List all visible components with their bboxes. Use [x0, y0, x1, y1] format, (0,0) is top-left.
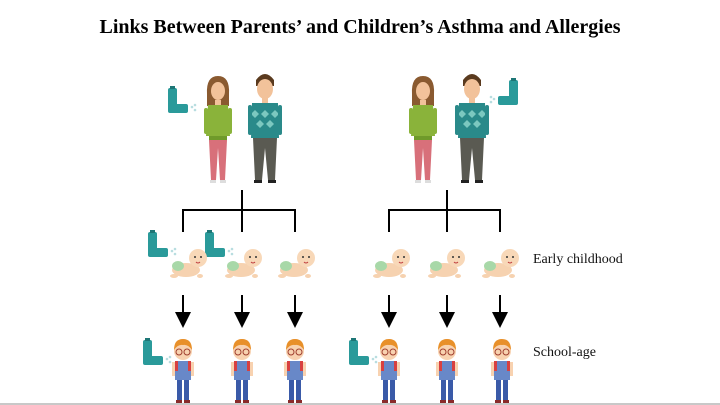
father-figure — [455, 74, 489, 183]
early-childhood-label: Early childhood — [533, 252, 623, 267]
child-figure — [230, 338, 254, 403]
baby-figure — [481, 248, 520, 279]
inhaler-icon — [143, 338, 172, 365]
baby-figure — [372, 248, 411, 279]
child-figure — [377, 338, 401, 403]
mother-figure — [409, 76, 437, 183]
school-age-label: School-age — [533, 345, 596, 360]
child-figure — [171, 338, 195, 403]
inhaler-icon — [349, 338, 378, 365]
mother-figure — [204, 76, 232, 183]
child-figure — [283, 338, 307, 403]
inhaler-icon — [489, 78, 518, 105]
diagram-title: Links Between Parents’ and Children’s As… — [99, 16, 621, 38]
family-tree-right — [388, 190, 501, 232]
inhaler-icon — [148, 230, 177, 257]
inhaler-icon — [205, 230, 234, 257]
family-tree-left — [182, 190, 296, 232]
baby-figure — [277, 248, 316, 279]
father-figure — [248, 74, 282, 183]
child-figure — [435, 338, 459, 403]
arrows — [175, 295, 508, 328]
child-figure — [490, 338, 514, 403]
baby-figure — [427, 248, 466, 279]
baby-figure — [224, 248, 263, 279]
inhaler-icon — [168, 86, 197, 113]
